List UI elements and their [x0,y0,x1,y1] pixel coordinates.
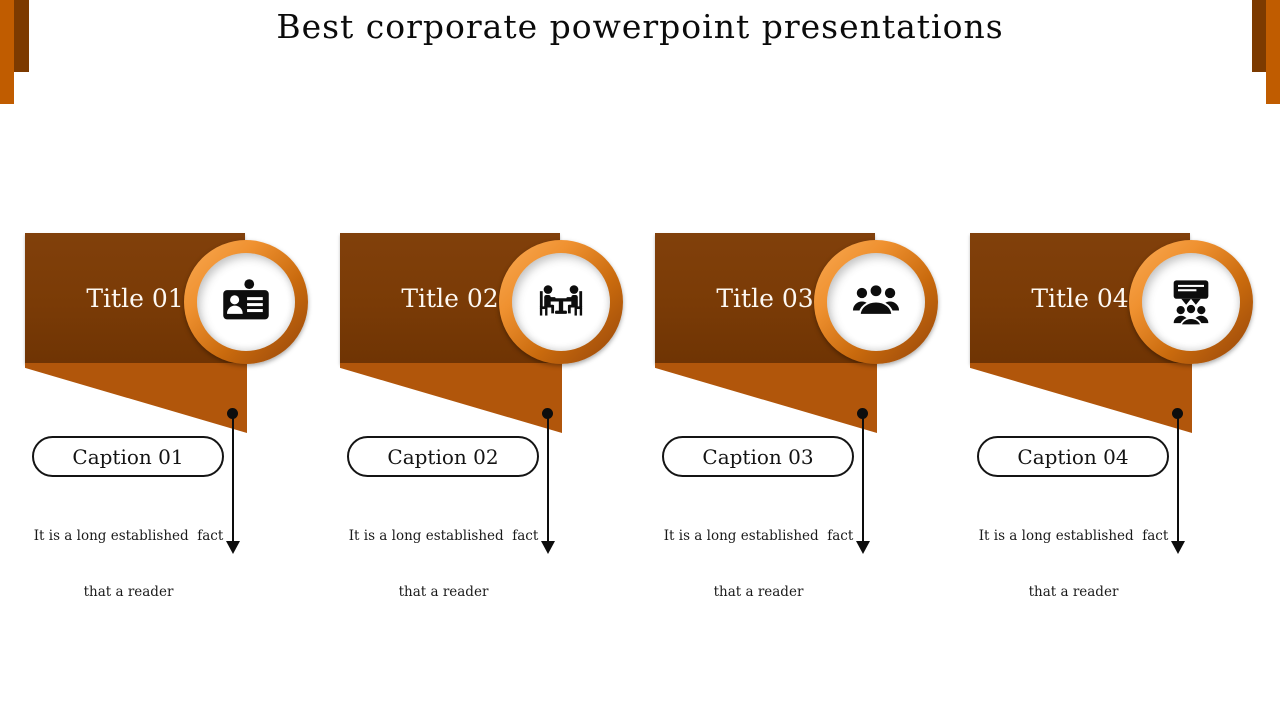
description-line: that a reader [83,583,174,600]
fold-ribbon [25,363,247,433]
banner-title-label: Title 01 [86,283,184,313]
icon-badge-inner [1142,253,1240,351]
icon-badge [184,240,308,364]
left-accent-bar-brown [14,0,29,72]
icon-badge-inner [197,253,295,351]
team-group-icon [852,283,900,316]
description-line: that a reader [398,583,489,600]
banner-title-label: Title 02 [401,283,499,313]
step-column-3: Title 03 Caption 03 It is a long establi… [655,233,970,600]
icon-badge [814,240,938,364]
caption-label: Caption 03 [702,444,814,469]
icon-badge [499,240,623,364]
caption-pill: Caption 01 [32,436,224,477]
description-line: that a reader [1028,583,1119,600]
arrow-down-icon [1171,541,1185,554]
id-card-icon [223,279,269,320]
arrow-down-icon [226,541,240,554]
arrow-down-icon [856,541,870,554]
caption-pill: Caption 03 [662,436,854,477]
connector-line [861,413,864,541]
presentation-audience-icon [1173,280,1209,327]
icon-badge-inner [512,253,610,351]
description-line: It is a long established fact [348,528,539,544]
fold-ribbon [340,363,562,433]
banner-title-label: Title 03 [716,283,814,313]
description: It is a long established fact that a rea… [655,490,862,638]
description-line: It is a long established fact [663,528,854,544]
meeting-table-icon [539,285,583,316]
description-line: It is a long established fact [978,528,1169,544]
right-accent-bar-brown [1252,0,1267,72]
description: It is a long established fact that a rea… [340,490,547,638]
caption-label: Caption 04 [1017,444,1129,469]
connector-line [546,413,549,541]
step-column-4: Title 04 Caption 04 It is a long establi… [970,233,1280,600]
step-column-2: Title 02 [340,233,655,600]
caption-pill: Caption 04 [977,436,1169,477]
connector-line [231,413,234,541]
right-accent-bar-orange [1266,0,1280,104]
connector-line [1176,413,1179,541]
fold-ribbon [655,363,877,433]
description: It is a long established fact that a rea… [25,490,232,638]
icon-badge-inner [827,253,925,351]
description-line: It is a long established fact [33,528,224,544]
fold-ribbon [970,363,1192,433]
description-line: that a reader [713,583,804,600]
banner-title-label: Title 04 [1031,283,1129,313]
icon-badge [1129,240,1253,364]
slide-title: Best corporate powerpoint presentations [276,7,1004,46]
caption-label: Caption 01 [72,444,184,469]
left-accent-bar-orange [0,0,14,104]
arrow-down-icon [541,541,555,554]
caption-pill: Caption 02 [347,436,539,477]
step-column-1: Title 01 Caption 01 It is a long establi… [25,233,340,600]
caption-label: Caption 02 [387,444,499,469]
description: It is a long established fact that a rea… [970,490,1177,638]
